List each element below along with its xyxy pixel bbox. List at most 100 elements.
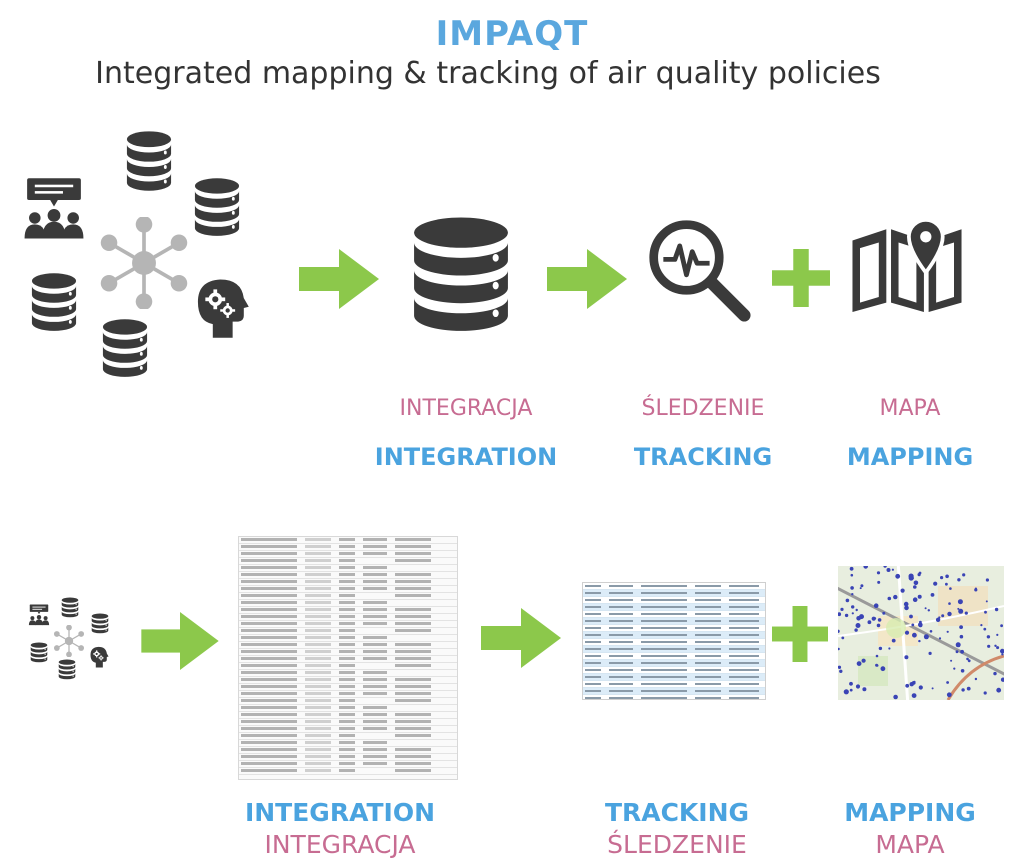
sheet-row: [239, 621, 457, 628]
sheet-row: [583, 660, 765, 667]
sheet-row: [583, 674, 765, 681]
arrow-right-icon: [141, 612, 219, 670]
map-dot: [957, 599, 963, 605]
database-icon: [58, 659, 76, 680]
map-pin-icon: [850, 218, 964, 312]
map-dot: [1000, 624, 1003, 628]
sheet-row: [239, 712, 457, 719]
sheet-row: [239, 544, 457, 551]
map-dot: [946, 681, 949, 684]
map-dot: [880, 666, 886, 672]
map-dot: [929, 630, 933, 633]
map-dot: [974, 588, 978, 592]
sheet-row: [239, 614, 457, 621]
map-dot: [950, 659, 953, 662]
label-mapping: MAPPING: [846, 443, 974, 471]
map-dot: [957, 578, 961, 582]
label-mapa: MAPA: [879, 396, 941, 421]
map-dot: [877, 618, 882, 622]
head-gears-icon: [197, 279, 249, 338]
map-dot: [895, 573, 901, 579]
map-dot: [928, 651, 932, 655]
sheet-row: [239, 733, 457, 740]
map-dot: [959, 634, 964, 639]
map-dot: [967, 659, 971, 663]
map-dot: [891, 638, 896, 643]
map-dot: [993, 671, 997, 676]
map-dot: [927, 609, 930, 612]
database-icon: [194, 178, 240, 236]
map-dot: [838, 612, 842, 617]
map-dot: [924, 607, 927, 610]
database-icon: [31, 273, 77, 331]
map-dot: [957, 607, 960, 610]
map-dot: [840, 607, 844, 611]
sheet-row: [239, 691, 457, 698]
map-dot: [966, 657, 969, 661]
map-dot: [855, 623, 861, 628]
label-integration: INTEGRATION: [374, 443, 558, 471]
map-dot: [873, 603, 879, 608]
sheet-row: [239, 754, 457, 761]
sheet-row: [583, 625, 765, 632]
map-dot: [908, 573, 914, 579]
map-dot: [838, 647, 840, 651]
map-dot: [933, 581, 938, 586]
map-dot: [960, 649, 964, 654]
map-dot: [903, 601, 909, 607]
label-sledzenie: ŚLEDZENIE: [641, 396, 765, 421]
sheet-row: [583, 632, 765, 639]
map-dot: [946, 692, 952, 698]
sheet-row: [239, 572, 457, 579]
head-gears-icon: [90, 646, 109, 668]
map-dot: [919, 620, 922, 624]
map-dot: [849, 681, 853, 686]
map-dot: [994, 644, 997, 647]
sheet-row: [239, 726, 457, 733]
map-dot: [849, 688, 853, 692]
map-dot: [878, 646, 883, 651]
map-dot: [938, 637, 942, 640]
sheet-row: [239, 593, 457, 600]
sheet-row: [583, 590, 765, 597]
map-dot: [874, 617, 877, 620]
map-dot: [945, 574, 949, 579]
sheet-row: [239, 705, 457, 712]
map-dot: [851, 593, 854, 596]
sheet-row: [239, 677, 457, 684]
map-dot: [859, 587, 862, 590]
label-integracja-bottom: INTEGRACJA: [264, 830, 416, 859]
map-dot: [876, 571, 881, 575]
sheet-row: [583, 681, 765, 688]
map-dot: [905, 683, 910, 688]
map-dot: [859, 614, 864, 620]
map-dot: [856, 661, 862, 666]
map-dot: [941, 614, 945, 618]
map-dot: [911, 623, 915, 627]
map-dot: [849, 566, 854, 571]
arrow-right-icon: [481, 608, 561, 668]
map-dot: [893, 594, 898, 600]
label-integracja: INTEGRACJA: [399, 396, 533, 421]
map-dot: [945, 582, 948, 586]
map-dot: [904, 630, 910, 635]
chat-group-icon: [24, 178, 84, 239]
map-dot: [964, 611, 968, 615]
map-dot: [855, 684, 861, 689]
sheet-row: [239, 747, 457, 754]
database-icon: [30, 642, 48, 663]
map-dot: [918, 685, 923, 690]
map-dot: [962, 573, 966, 577]
sheet-row: [239, 768, 457, 775]
map-dot: [913, 580, 919, 586]
map-dot: [949, 587, 952, 590]
label-integration-bottom: INTEGRATION: [244, 798, 436, 827]
page-subtitle: Integrated mapping & tracking of air qua…: [95, 56, 881, 91]
map-thumbnail: [838, 566, 1004, 700]
plus-icon: [772, 606, 828, 662]
sheet-row: [239, 663, 457, 670]
database-icon: [61, 597, 79, 618]
map-dot: [974, 677, 978, 681]
sheet-row: [583, 611, 765, 618]
sheet-row: [583, 618, 765, 625]
